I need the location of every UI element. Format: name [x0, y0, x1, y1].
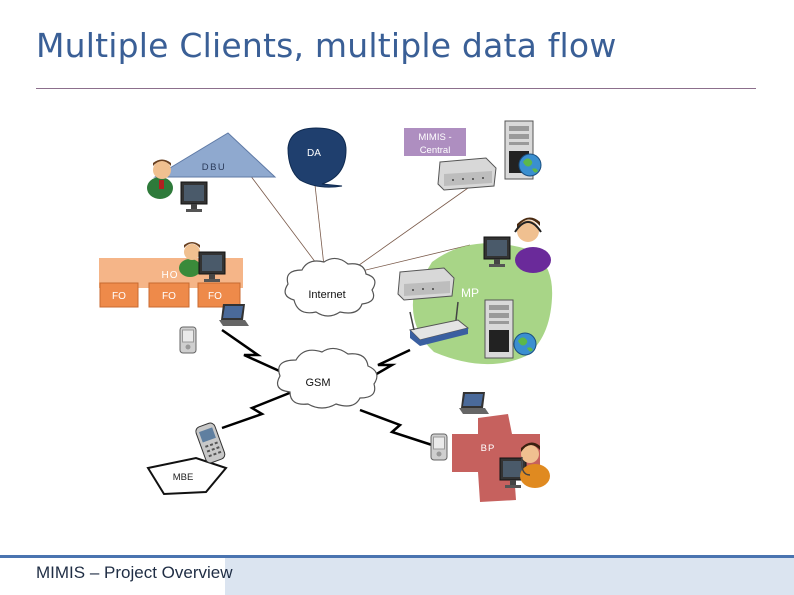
ho-label: HO [162, 270, 179, 281]
fo-node-1[interactable] [99, 282, 139, 308]
user-icon [147, 159, 173, 199]
globe-icon [518, 153, 542, 177]
fo-node-3[interactable] [197, 282, 241, 308]
bp-node[interactable]: BP [452, 414, 540, 502]
dbu-node[interactable]: DBU [153, 132, 277, 178]
laptop-icon [459, 392, 489, 414]
desktop-computer-icon [180, 181, 208, 213]
router-icon [437, 157, 497, 191]
mbe-label: MBE [173, 472, 194, 483]
cloud-icon [277, 347, 378, 409]
gsm-label: GSM [305, 377, 330, 389]
title-divider [36, 88, 756, 89]
cloud-icon [284, 257, 376, 317]
mimis-central-label-line1: MIMIS - [418, 132, 451, 143]
pda-icon [179, 326, 197, 354]
fo-label-3: FO [208, 291, 222, 302]
dbu-label: DBU [202, 162, 227, 173]
gsm-node[interactable]: GSM [277, 347, 378, 409]
footer-text: MIMIS – Project Overview [36, 563, 233, 582]
mimis-central-node[interactable]: MIMIS - Central [404, 128, 466, 156]
fo-label-2: FO [162, 291, 176, 302]
user-icon [179, 242, 201, 277]
mbe-node[interactable]: MBE [146, 456, 228, 496]
connector-lines [249, 174, 471, 276]
bp-label: BP [481, 443, 496, 454]
mobile-phone-icon [195, 422, 226, 464]
mimis-central-label-line2: Central [420, 145, 451, 156]
da-label: DA [307, 148, 321, 159]
da-node[interactable]: DA [287, 127, 347, 188]
fo-node-2[interactable] [148, 282, 190, 308]
laptop-icon [219, 304, 249, 326]
server-tower-icon [484, 299, 514, 359]
internet-node[interactable]: Internet [284, 257, 376, 317]
slide-title: Multiple Clients, multiple data flow [36, 26, 617, 65]
mp-label: MP [461, 286, 479, 300]
fo-label-1: FO [112, 291, 126, 302]
router-icon [408, 301, 470, 346]
pda-icon [430, 433, 448, 461]
footer-accent-bar [0, 555, 794, 558]
footer-band [225, 558, 794, 595]
headset-user-icon [514, 217, 551, 273]
internet-label: Internet [308, 289, 345, 301]
user-icon [520, 442, 550, 488]
router-icon [397, 267, 455, 301]
globe-icon [513, 332, 537, 356]
